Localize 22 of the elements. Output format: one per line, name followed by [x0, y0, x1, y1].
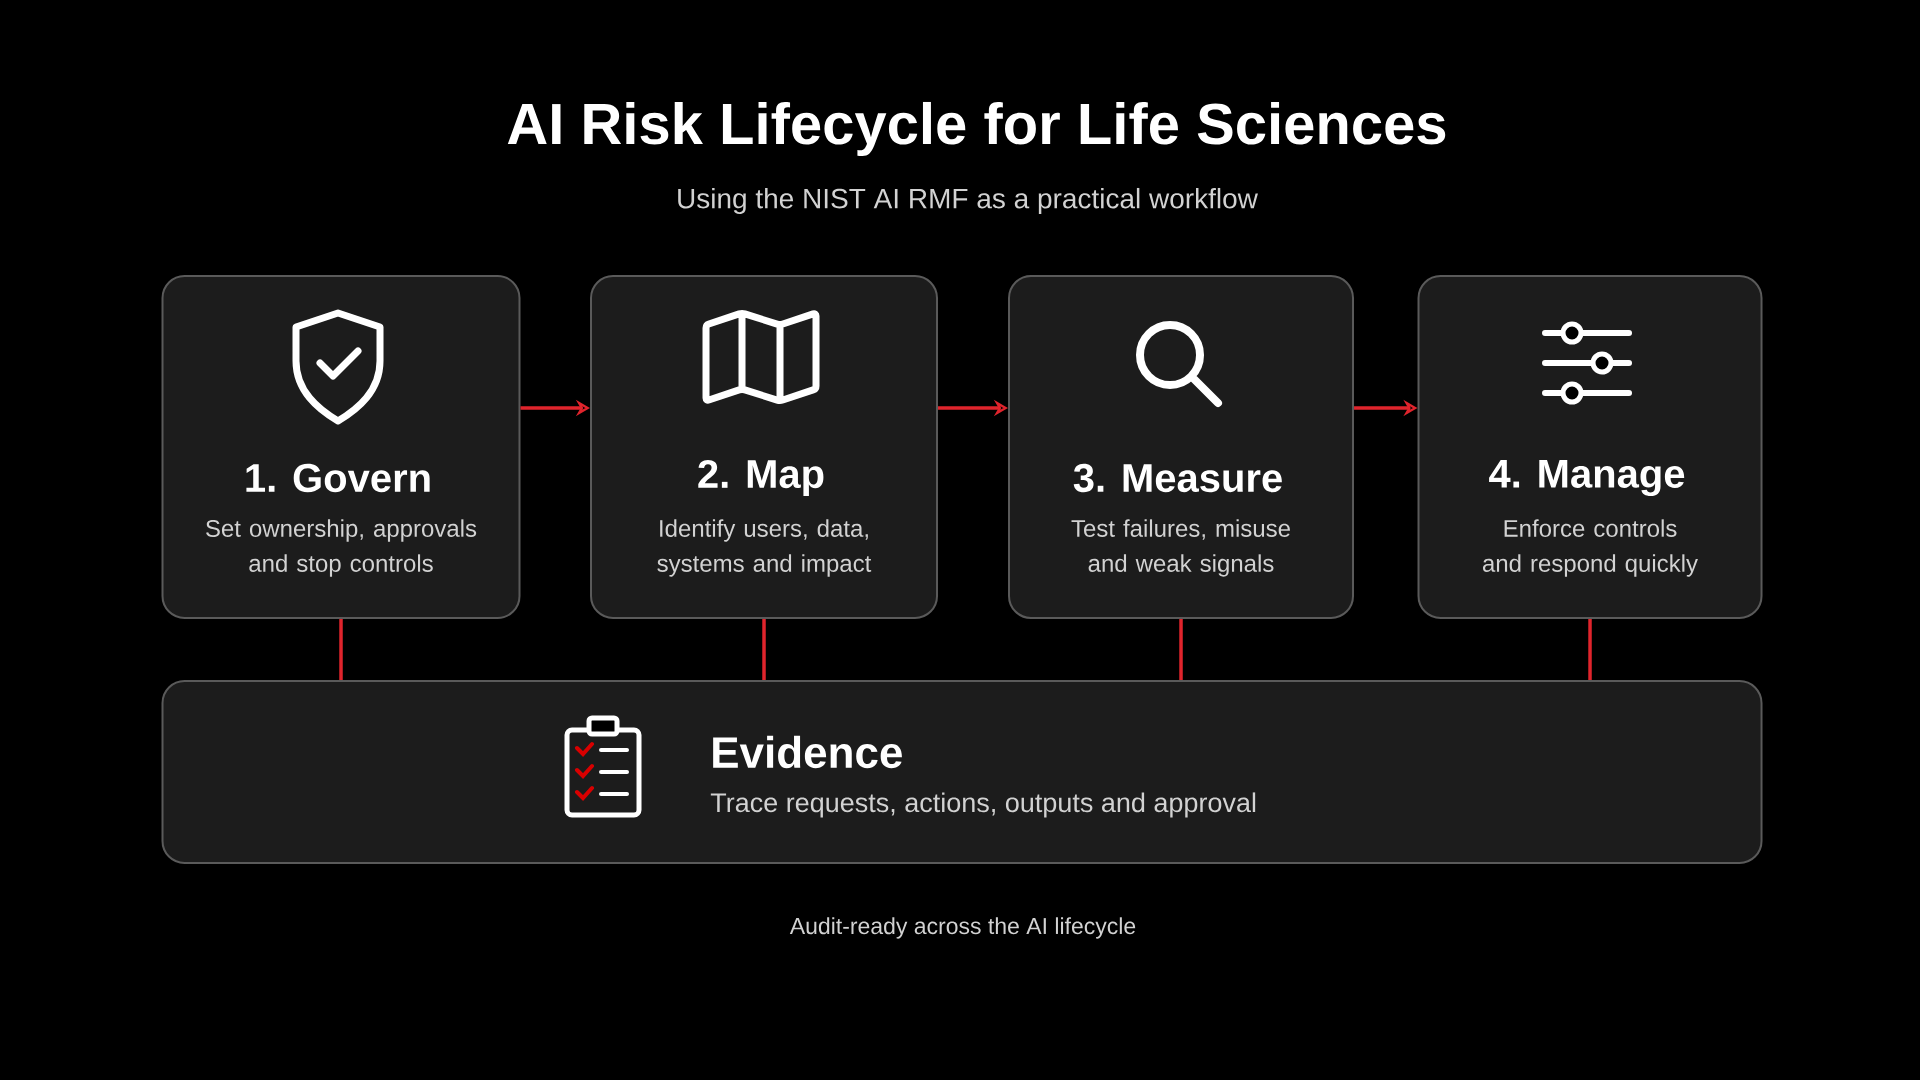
heading: 1. Govern: [246, 463, 430, 493]
description: Set ownership, approvals and stop controls: [206, 519, 477, 577]
description: Test failures, misuse and weak signals: [1071, 519, 1290, 577]
step-card: [161, 275, 521, 619]
step-card: [1008, 275, 1354, 619]
footnote: Audit-ready across the AI lifecycle: [789, 917, 1136, 939]
heading: 4. Manage: [1489, 460, 1685, 496]
description: Identify users, data, systems and impact: [657, 519, 872, 577]
title: AI Risk Lifecycle for Life Sciences: [507, 101, 1446, 156]
description: Enforce controls and respond quickly: [1482, 519, 1698, 577]
description: Trace requests, actions, outputs and approval: [710, 792, 1256, 818]
connector-line: [762, 619, 766, 680]
heading: Evidence: [713, 735, 902, 769]
step-card: [590, 275, 938, 619]
connector-line: [1179, 619, 1183, 680]
connector-line: [1588, 619, 1592, 680]
heading: 3. Measure: [1073, 463, 1282, 493]
step-card: [161, 680, 1763, 864]
heading: 2. Map: [698, 459, 824, 497]
connector-line: [339, 619, 343, 680]
step-card: [1417, 275, 1763, 619]
subtitle: Using the NIST AI RMF as a practical workflow: [678, 187, 1258, 215]
